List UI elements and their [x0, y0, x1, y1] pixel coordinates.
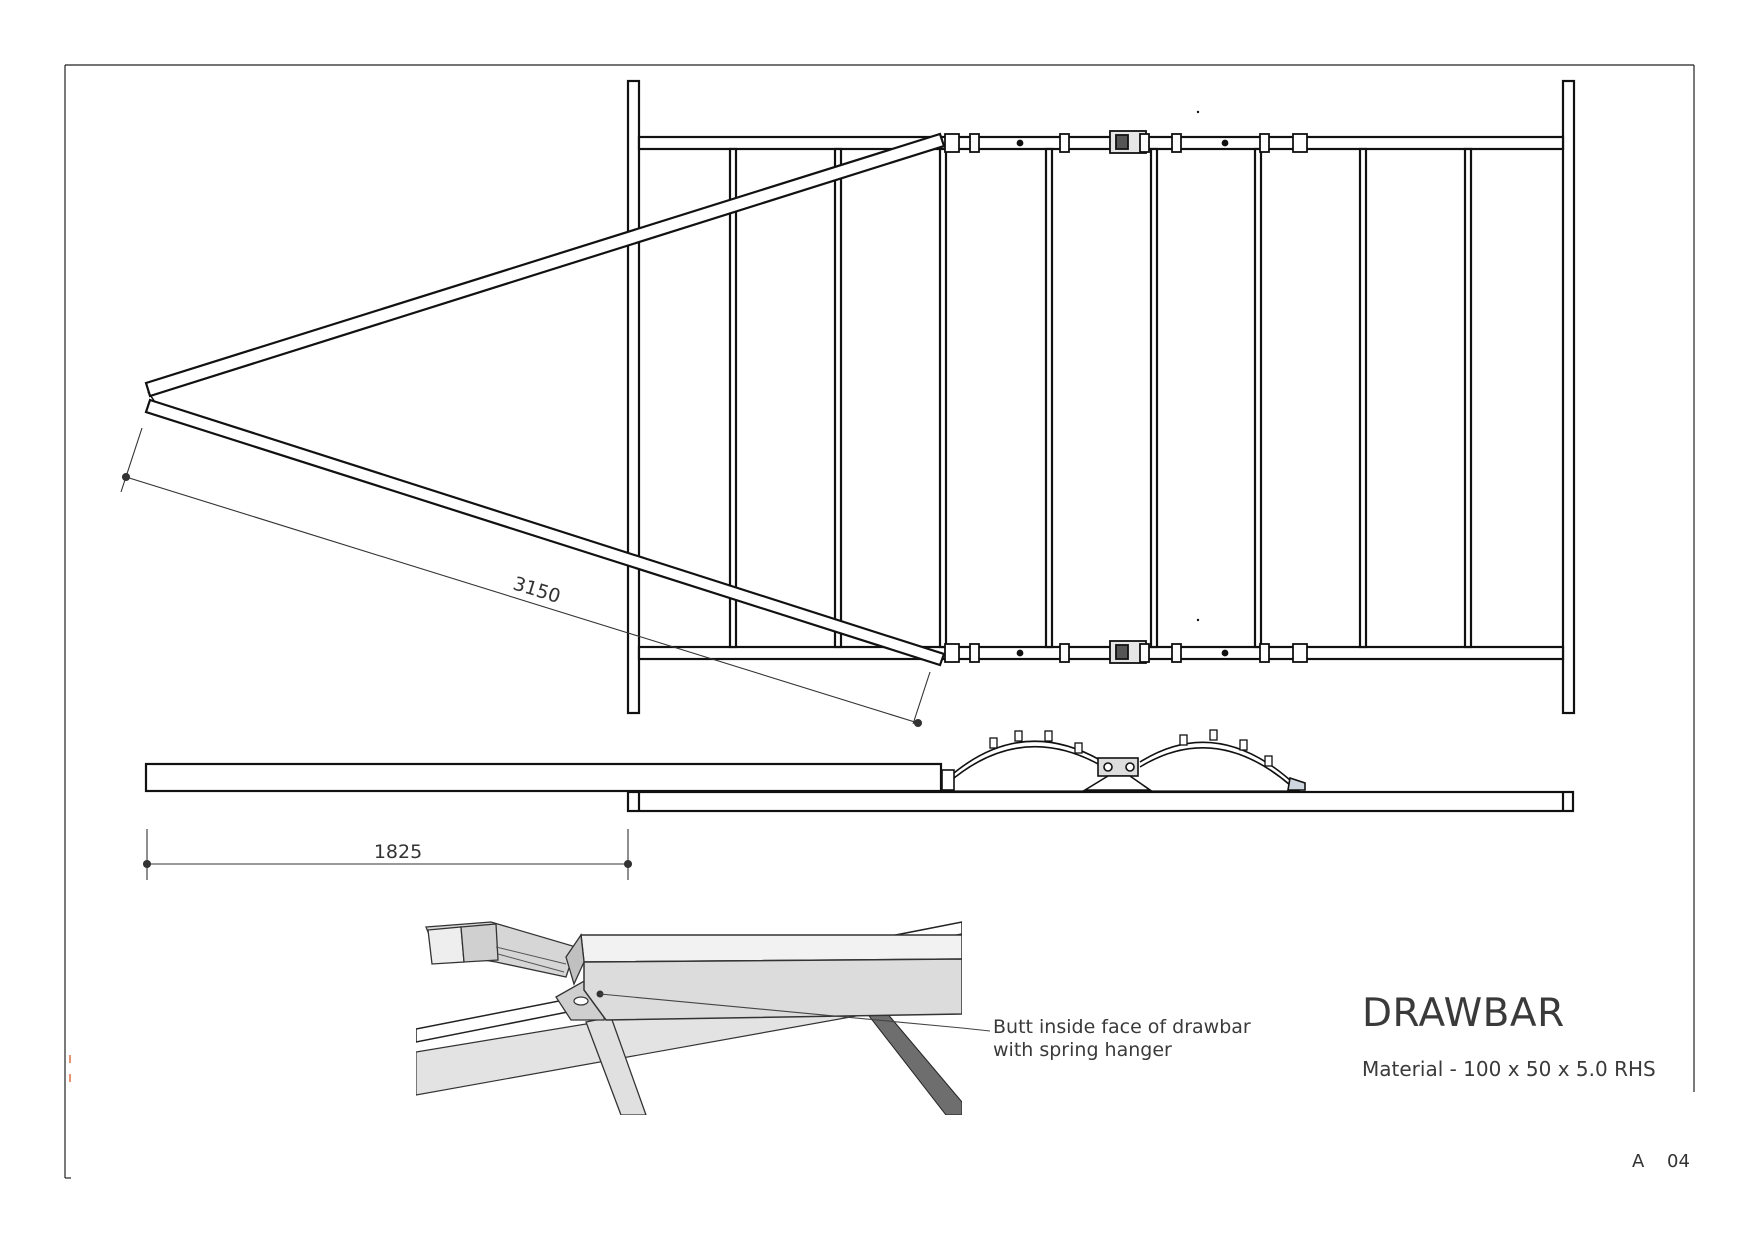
dimension-3150-label: 3150: [510, 573, 563, 608]
bottom-side-rail: [637, 645, 1565, 661]
drawbar-side: [144, 762, 943, 793]
callout-note: Butt inside face of drawbar with spring …: [993, 1016, 1251, 1062]
sheet-number: 04: [1667, 1151, 1690, 1172]
callout-line-1: Butt inside face of drawbar: [993, 1016, 1251, 1038]
dimension-3150: [120, 427, 931, 728]
front-cross-member: [626, 79, 641, 715]
material-spec: Material - 100 x 50 x 5.0 RHS: [1362, 1057, 1656, 1081]
rear-cross-member: [1561, 79, 1576, 715]
top-side-rail: [637, 135, 1565, 151]
plan-view: [144, 79, 1576, 715]
sheet-border: [64, 64, 1695, 1179]
leaf-springs: [941, 729, 1306, 791]
callout-leader: [961, 1027, 991, 1032]
side-elevation: [144, 762, 1575, 813]
inner-cross-bars: [728, 147, 1473, 649]
drawing-title: DRAWBAR: [1362, 991, 1565, 1036]
drawbar-upper-arm: [144, 132, 946, 398]
drawbar-lower-arm: [144, 398, 946, 667]
chassis-side: [626, 790, 1575, 813]
axle-hardware-bottom: [944, 640, 1308, 664]
sheet-size: A: [1632, 1151, 1645, 1172]
axle-hardware-top: [944, 130, 1308, 154]
detail-render: [416, 902, 962, 1115]
dimension-1825: [142, 829, 633, 880]
dimension-1825-label: 1825: [374, 841, 422, 863]
callout-line-2: with spring hanger: [993, 1039, 1172, 1061]
